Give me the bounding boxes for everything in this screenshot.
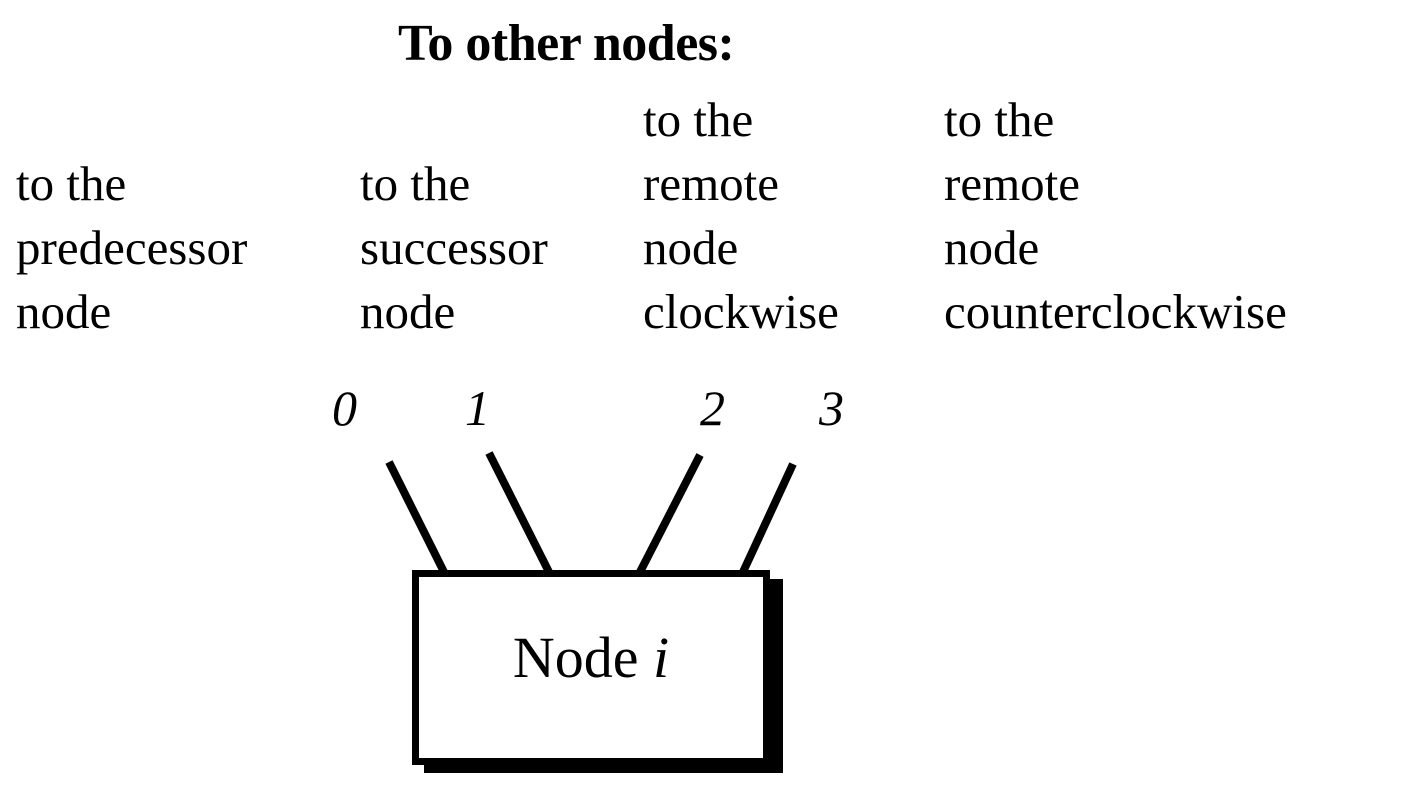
caption-line: to the xyxy=(944,92,1055,147)
node-label-text: Node xyxy=(512,625,653,690)
node-box: Node i xyxy=(412,570,770,765)
connector-line-port-3 xyxy=(739,462,797,574)
caption-line: node xyxy=(360,284,456,339)
caption-line: predecessor xyxy=(16,220,248,275)
port-number-3: 3 xyxy=(819,380,844,436)
caption-line: to the xyxy=(16,156,127,211)
port-number-0: 0 xyxy=(332,380,357,436)
caption-line: counterclockwise xyxy=(944,284,1287,339)
caption-line: node xyxy=(944,220,1040,275)
caption-column-remote-counterclockwise: to the remote node counterclockwise xyxy=(944,88,1287,344)
caption-line: successor xyxy=(360,220,548,275)
caption-line: clockwise xyxy=(643,284,839,339)
caption-line: node xyxy=(643,220,739,275)
caption-column-successor: to the successor node xyxy=(360,152,548,344)
caption-column-remote-clockwise: to the remote node clockwise xyxy=(643,88,839,344)
connector-line-port-2 xyxy=(636,453,704,574)
caption-line: to the xyxy=(360,156,471,211)
diagram-title: To other nodes: xyxy=(398,15,735,72)
port-number-1: 1 xyxy=(465,380,490,436)
connector-line-port-1 xyxy=(485,451,553,574)
port-number-2: 2 xyxy=(700,380,725,436)
caption-line: to the xyxy=(643,92,754,147)
node-box-label: Node i xyxy=(419,629,763,687)
node-label-variable: i xyxy=(653,625,670,690)
caption-line: node xyxy=(16,284,112,339)
caption-line: remote xyxy=(944,156,1081,211)
connector-line-port-0 xyxy=(385,460,448,574)
caption-line: remote xyxy=(643,156,780,211)
caption-column-predecessor: to the predecessor node xyxy=(16,152,247,344)
